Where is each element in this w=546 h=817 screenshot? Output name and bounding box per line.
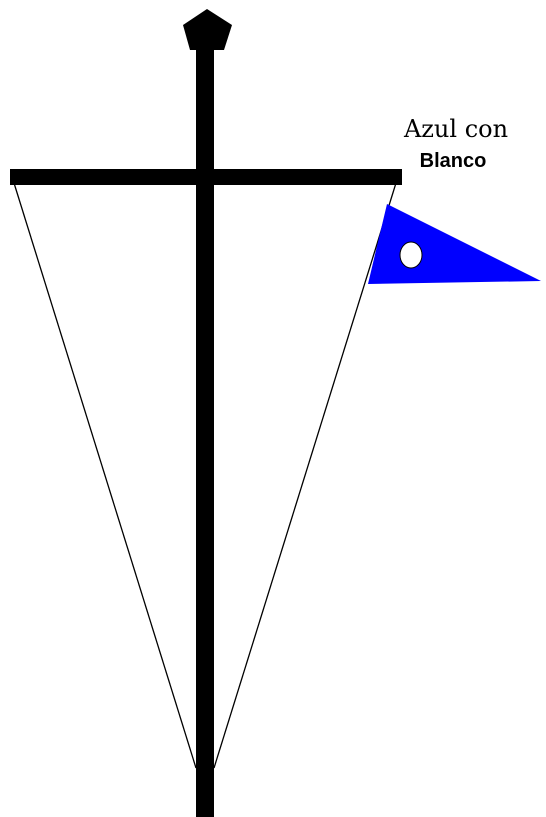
label-azul-con: Azul con: [403, 115, 508, 143]
label-blanco: Blanco: [420, 150, 487, 172]
yard-crossbar: [10, 169, 402, 185]
right-rigging-line: [214, 183, 396, 768]
pennant-white-dot: [400, 242, 422, 268]
triangular-pennant-icon: [368, 204, 541, 284]
pentagon-finial-icon: [183, 9, 232, 50]
mast: [196, 40, 214, 817]
left-rigging-line: [14, 183, 196, 768]
